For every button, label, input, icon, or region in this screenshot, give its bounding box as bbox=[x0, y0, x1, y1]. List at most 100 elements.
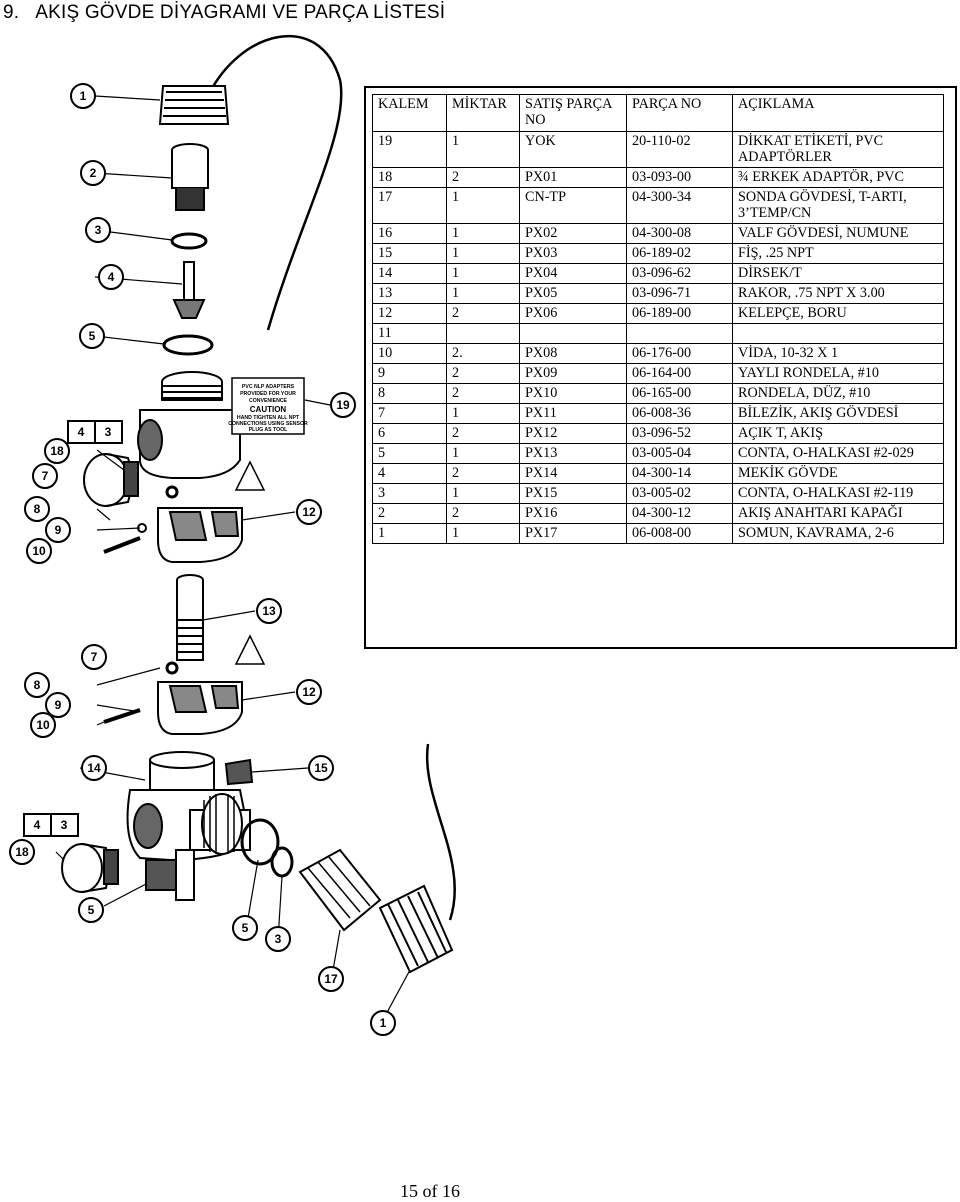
callout-12: 12 bbox=[296, 499, 322, 525]
cell-sales-part-no: PX08 bbox=[519, 343, 627, 364]
cell-part-no: 06-008-36 bbox=[626, 403, 733, 424]
cell-part-no: 06-164-00 bbox=[626, 363, 733, 384]
male-adapter-part bbox=[83, 453, 139, 507]
callout-15: 15 bbox=[308, 755, 334, 781]
svg-text:CONVENIENCE: CONVENIENCE bbox=[249, 398, 288, 404]
svg-text:3: 3 bbox=[95, 223, 102, 237]
svg-text:19: 19 bbox=[336, 398, 350, 412]
cell-description: AÇIK T, AKIŞ bbox=[732, 423, 944, 444]
cell-item: 10 bbox=[372, 343, 447, 364]
cell-item: 11 bbox=[372, 323, 447, 344]
cell-sales-part-no: PX06 bbox=[519, 303, 627, 324]
table-header-row: KALEM MİKTAR SATIŞ PARÇA NO PARÇA NO AÇI… bbox=[372, 94, 944, 132]
svg-text:14: 14 bbox=[87, 761, 101, 775]
cell-quantity: 1 bbox=[446, 243, 520, 264]
svg-text:5: 5 bbox=[242, 921, 249, 935]
callout-5-bottom: 5 bbox=[232, 915, 258, 941]
cell-item: 3 bbox=[372, 483, 447, 504]
cell-description: AKIŞ ANAHTARI KAPAĞI bbox=[732, 503, 944, 524]
column-header-item: KALEM bbox=[372, 94, 447, 132]
cell-item: 19 bbox=[372, 131, 447, 168]
cell-part-no: 03-096-62 bbox=[626, 263, 733, 284]
cell-sales-part-no: PX05 bbox=[519, 283, 627, 304]
svg-text:HAND TIGHTEN ALL NPT: HAND TIGHTEN ALL NPT bbox=[237, 415, 300, 421]
cell-quantity: 1 bbox=[446, 263, 520, 284]
parts-list-table: KALEM MİKTAR SATIŞ PARÇA NO PARÇA NO AÇI… bbox=[372, 94, 944, 544]
svg-text:17: 17 bbox=[324, 972, 338, 986]
cell-description: CONTA, O-HALKASI #2-119 bbox=[732, 483, 944, 504]
cell-description: BİLEZİK, AKIŞ GÖVDESİ bbox=[732, 403, 944, 424]
callout-4: 4 bbox=[98, 264, 124, 290]
svg-text:4: 4 bbox=[108, 270, 115, 284]
cell-part-no: 04-300-34 bbox=[626, 187, 733, 224]
svg-text:8: 8 bbox=[34, 678, 41, 692]
svg-text:7: 7 bbox=[42, 469, 49, 483]
cell-sales-part-no: YOK bbox=[519, 131, 627, 168]
callout-9: 9 bbox=[45, 517, 71, 543]
cell-description: RONDELA, DÜZ, #10 bbox=[732, 383, 944, 404]
cell-item: 14 bbox=[372, 263, 447, 284]
cell-quantity: 2 bbox=[446, 503, 520, 524]
cell-quantity: 1 bbox=[446, 403, 520, 424]
cell-part-no: 03-093-00 bbox=[626, 167, 733, 188]
cell-description: RAKOR, .75 NPT X 3.00 bbox=[732, 283, 944, 304]
flow-tee-body-part bbox=[137, 371, 241, 479]
o-ring-large-part bbox=[162, 334, 214, 356]
cell-sales-part-no bbox=[519, 323, 627, 344]
cell-description: VİDA, 10-32 X 1 bbox=[732, 343, 944, 364]
cell-quantity bbox=[446, 323, 520, 344]
svg-text:7: 7 bbox=[91, 650, 98, 664]
cell-item: 16 bbox=[372, 223, 447, 244]
probe-body-part bbox=[298, 848, 382, 932]
compression-nut-part bbox=[158, 85, 230, 125]
cell-quantity: 2 bbox=[446, 463, 520, 484]
cell-quantity: 1 bbox=[446, 283, 520, 304]
column-header-sales-part-no: SATIŞ PARÇA NO bbox=[519, 94, 627, 132]
cell-sales-part-no: PX10 bbox=[519, 383, 627, 404]
cell-item: 18 bbox=[372, 167, 447, 188]
cell-description bbox=[732, 323, 944, 344]
caution-label-part bbox=[231, 377, 305, 435]
pipe-clamp-lower-part bbox=[103, 634, 266, 735]
cell-item: 17 bbox=[372, 187, 447, 224]
callout-7: 7 bbox=[32, 463, 58, 489]
svg-text:18: 18 bbox=[15, 845, 29, 859]
warning-triangle-icon bbox=[234, 460, 266, 491]
cell-part-no: 04-300-12 bbox=[626, 503, 733, 524]
cell-quantity: 1 bbox=[446, 187, 520, 224]
cell-description: DİKKAT ETİKETİ, PVC ADAPTÖRLER bbox=[732, 131, 944, 168]
cell-sales-part-no: PX03 bbox=[519, 243, 627, 264]
callout-2: 2 bbox=[80, 160, 106, 186]
callout-3-bottom: 3 bbox=[265, 926, 291, 952]
cell-sales-part-no: CN-TP bbox=[519, 187, 627, 224]
cell-quantity: 2 bbox=[446, 383, 520, 404]
callout-8-mid: 8 bbox=[24, 672, 50, 698]
caution-label-text: PVC NLP ADAPTERS PROVIDED FOR YOUR CONVE… bbox=[228, 384, 308, 433]
cell-sales-part-no: PX14 bbox=[519, 463, 627, 484]
screw-washer-set-part bbox=[103, 485, 179, 554]
cell-item: 8 bbox=[372, 383, 447, 404]
compression-nut-lower-part bbox=[378, 884, 454, 974]
cell-description: MEKİK GÖVDE bbox=[732, 463, 944, 484]
callout-18-lower: 18 bbox=[9, 839, 35, 865]
svg-text:3: 3 bbox=[61, 818, 68, 832]
cell-description: YAYLI RONDELA, #10 bbox=[732, 363, 944, 384]
cell-description: CONTA, O-HALKASI #2-029 bbox=[732, 443, 944, 464]
svg-text:PROVIDED FOR YOUR: PROVIDED FOR YOUR bbox=[240, 391, 296, 397]
cell-item: 13 bbox=[372, 283, 447, 304]
page-number: 15 of 16 bbox=[400, 1181, 460, 1201]
cell-item: 12 bbox=[372, 303, 447, 324]
o-ring-lower-large-part bbox=[240, 818, 280, 866]
cell-part-no: 06-189-00 bbox=[626, 303, 733, 324]
svg-text:2: 2 bbox=[90, 166, 97, 180]
cell-item: 9 bbox=[372, 363, 447, 384]
cell-quantity: 1 bbox=[446, 483, 520, 504]
